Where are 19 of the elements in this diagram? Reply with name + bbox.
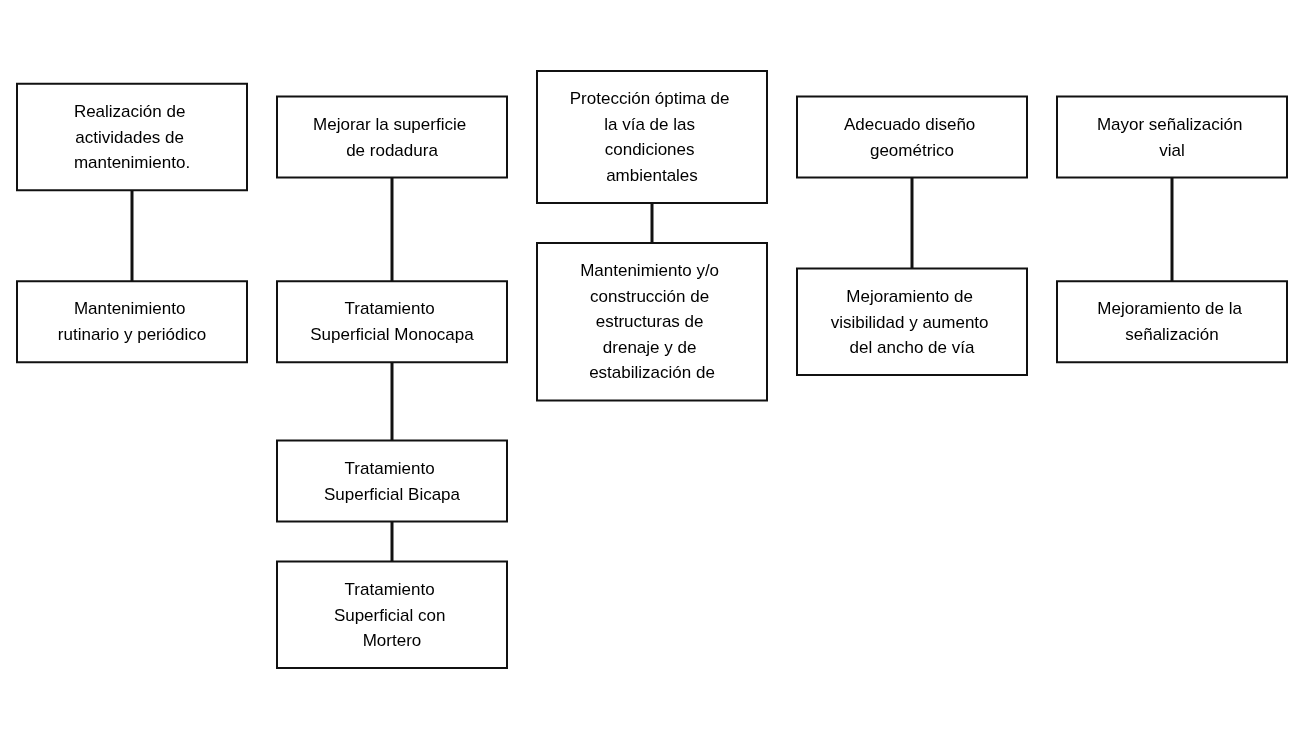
connector (390, 177, 393, 281)
connector (910, 177, 913, 268)
node-box: Realización de actividades de mantenimiento. (15, 82, 248, 191)
connector (650, 202, 653, 243)
node-box: Mantenimiento rutinario y periódico (15, 279, 248, 363)
node-box: Mejorar la superficie de rodadura (275, 95, 508, 178)
node-box: Mejoramiento de la señalización (1055, 279, 1288, 363)
node-box: Mayor señalización vial (1055, 95, 1288, 178)
node-box: Tratamiento Superficial Bicapa (275, 439, 508, 522)
node-box: Adecuado diseño geométrico (795, 95, 1028, 178)
connector (390, 521, 393, 561)
node-box: Mantenimiento y/o construcción de estructuras de drenaje y de estabilización de (535, 241, 768, 401)
node-box: Mejoramiento de visibilidad y aumento del ancho de vía (795, 267, 1028, 376)
node-box: Protección óptima de la vía de las condiciones ambientales (535, 69, 768, 204)
node-box: Tratamiento Superficial Monocapa (275, 279, 508, 363)
node-box: Tratamiento Superficial con Mortero (275, 560, 508, 669)
connector (130, 189, 133, 281)
connector (1170, 177, 1173, 281)
connector (390, 361, 393, 440)
